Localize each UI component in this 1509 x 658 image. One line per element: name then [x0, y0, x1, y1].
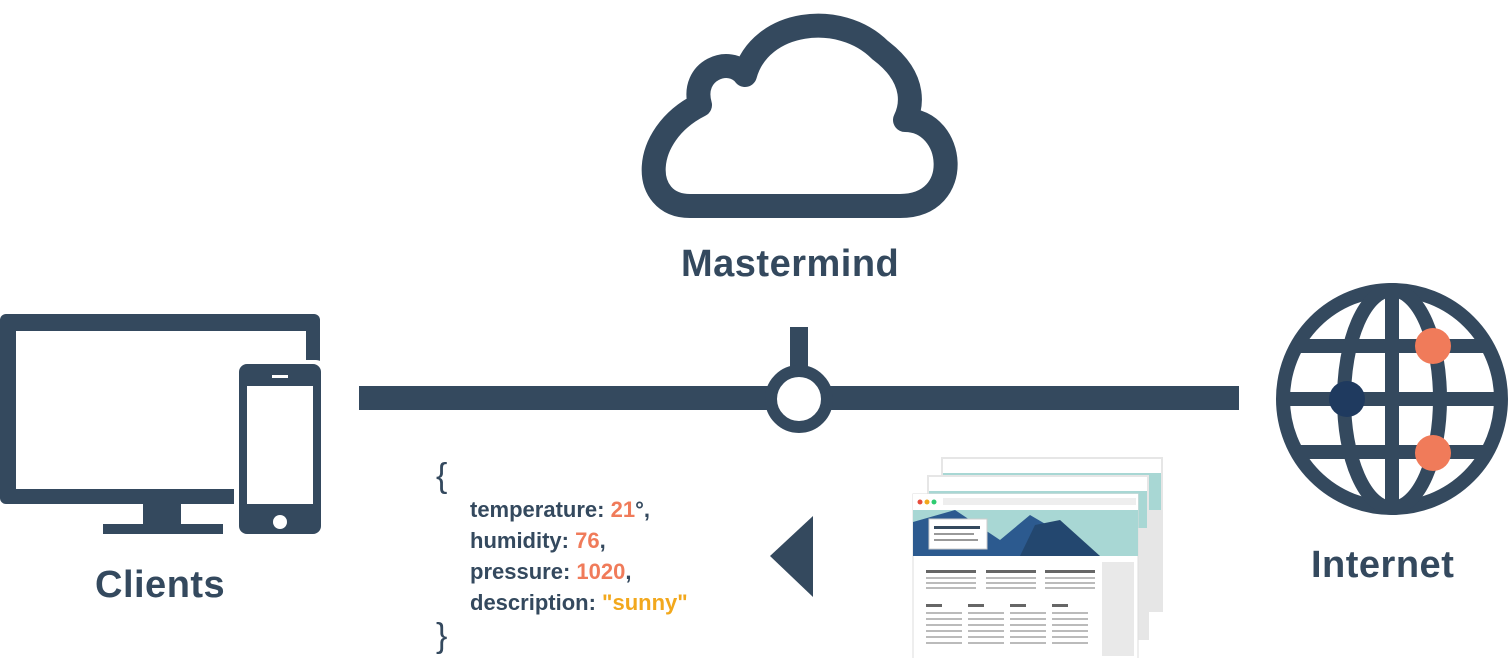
globe-icon	[1276, 283, 1508, 515]
json-key: pressure:	[470, 559, 571, 584]
json-field: temperature: 21°,	[436, 494, 688, 525]
json-value: 1020	[576, 559, 626, 584]
phone-icon	[234, 360, 326, 538]
globe-node-orange	[1415, 328, 1451, 364]
json-field: description: "sunny"	[436, 587, 688, 618]
json-suffix: ,	[625, 559, 632, 584]
clients-label: Clients	[95, 564, 226, 606]
json-open-brace: {	[436, 457, 448, 495]
globe-node-orange	[1415, 435, 1451, 471]
json-suffix: ,	[599, 528, 606, 553]
network-bus	[359, 327, 1239, 433]
json-key: description:	[470, 590, 596, 615]
cloud-icon	[641, 13, 958, 218]
webpages-icon	[912, 457, 1163, 658]
json-key: humidity:	[470, 528, 569, 553]
globe-node-dark	[1329, 381, 1365, 417]
internet-label: Internet	[1311, 544, 1455, 586]
mastermind-label: Mastermind	[681, 243, 900, 285]
json-value: 21	[610, 497, 636, 522]
json-close-brace: }	[436, 617, 448, 655]
json-key: temperature:	[470, 497, 605, 522]
json-field: humidity: 76,	[436, 525, 688, 556]
json-value: "sunny"	[602, 590, 688, 615]
json-value: 76	[575, 528, 600, 553]
webpage-text-lines	[926, 570, 1095, 644]
json-field: pressure: 1020,	[436, 556, 688, 587]
json-suffix: °,	[635, 497, 651, 522]
arrow-left-icon	[770, 516, 813, 597]
json-payload: { temperature: 21°, humidity: 76, pressu…	[436, 458, 688, 654]
